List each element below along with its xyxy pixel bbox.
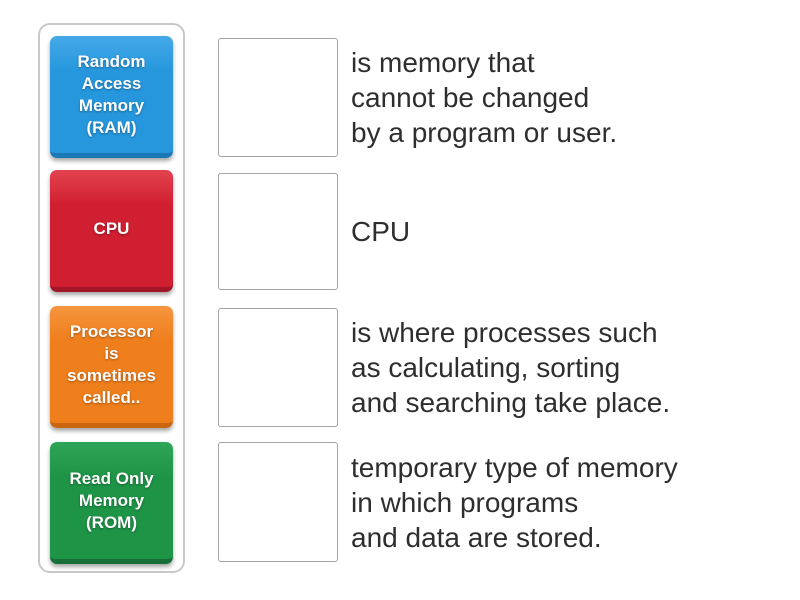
definition-text-1: is memory that cannot be changed by a pr… [351, 47, 618, 148]
definition-text-4: temporary type of memory in which progra… [351, 451, 678, 553]
keywords-panel: Random Access Memory (RAM) CPU Processor… [38, 23, 185, 573]
keyword-tile-label: Random Access Memory (RAM) [77, 51, 146, 137]
match-row: CPU [218, 173, 410, 290]
definition-text-2: CPU [351, 216, 411, 247]
match-row: temporary type of memory in which progra… [218, 442, 678, 562]
match-row: is where processes such as calculating, … [218, 308, 670, 427]
keyword-tile-ram[interactable]: Random Access Memory (RAM) [50, 36, 173, 158]
definition-text-3: is where processes such as calculating, … [351, 317, 671, 418]
keyword-tile-processor[interactable]: Processor is sometimes called.. [50, 306, 173, 428]
drop-box-1[interactable] [218, 38, 338, 157]
keyword-tile-label: Read Only Memory (ROM) [69, 468, 154, 532]
keyword-tile-cpu[interactable]: CPU [50, 170, 173, 292]
drop-box-4[interactable] [218, 442, 338, 562]
keyword-tile-rom[interactable]: Read Only Memory (ROM) [50, 442, 173, 564]
drop-box-2[interactable] [218, 173, 338, 290]
keyword-tile-label: CPU [93, 218, 130, 238]
drop-box-3[interactable] [218, 308, 338, 427]
match-row: is memory that cannot be changed by a pr… [218, 38, 617, 157]
keyword-tile-label: Processor is sometimes called.. [67, 321, 156, 407]
